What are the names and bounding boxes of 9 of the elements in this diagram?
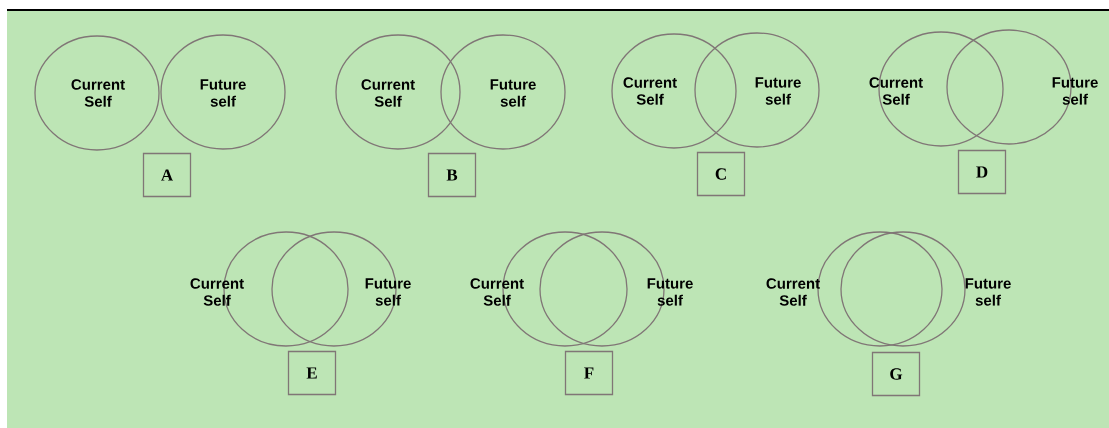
letter-box: D [957, 149, 1007, 195]
node-label: Future self [965, 278, 1011, 306]
letter-box: A [142, 152, 192, 198]
letter-box: G [871, 351, 921, 397]
letter-box: E [287, 350, 337, 396]
letter-box: F [564, 350, 614, 396]
letter-box: C [696, 151, 746, 197]
letter-box: B [427, 152, 477, 198]
node-label: Current Self [766, 278, 820, 306]
